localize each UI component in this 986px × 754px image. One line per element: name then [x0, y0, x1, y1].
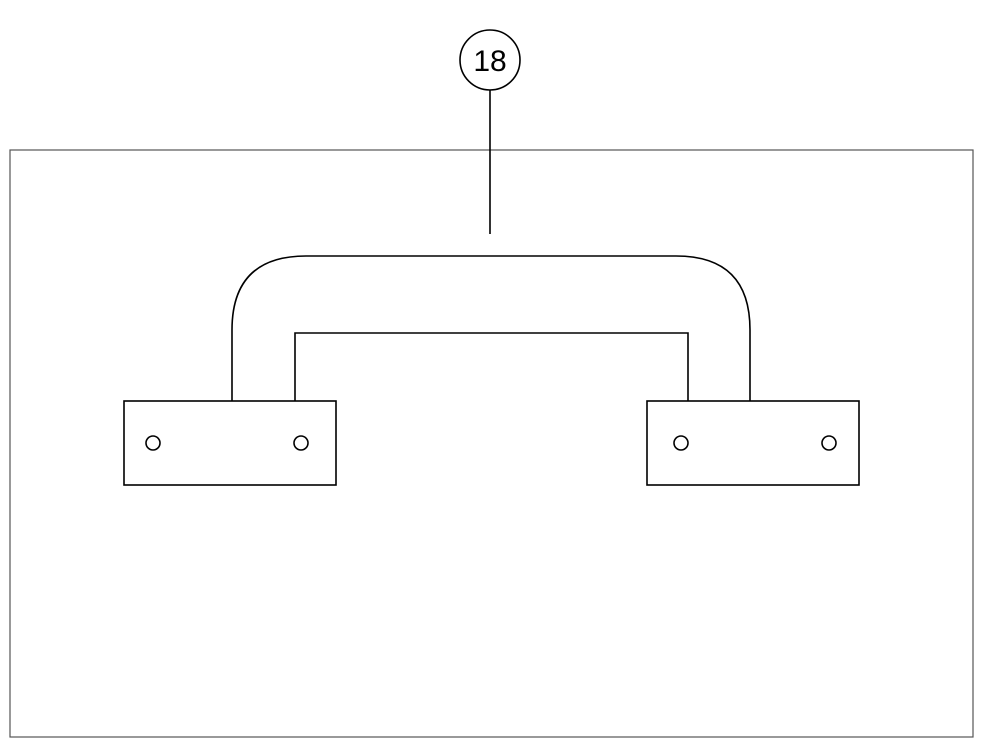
right-plate-body	[646, 400, 860, 486]
callout-balloon: 18	[459, 29, 521, 234]
left-plate-screw-hole-inner	[293, 435, 309, 451]
handle	[231, 255, 751, 401]
panel-outline	[9, 149, 974, 738]
right-mounting-plate	[646, 400, 860, 486]
left-plate-screw-hole-outer	[145, 435, 161, 451]
right-plate-screw-hole-inner	[673, 435, 689, 451]
right-plate-screw-hole-outer	[821, 435, 837, 451]
callout-label: 18	[473, 45, 506, 78]
handle-outer-profile	[231, 255, 751, 401]
left-plate-body	[123, 400, 337, 486]
handle-inner-profile	[294, 332, 689, 401]
left-mounting-plate	[123, 400, 337, 486]
